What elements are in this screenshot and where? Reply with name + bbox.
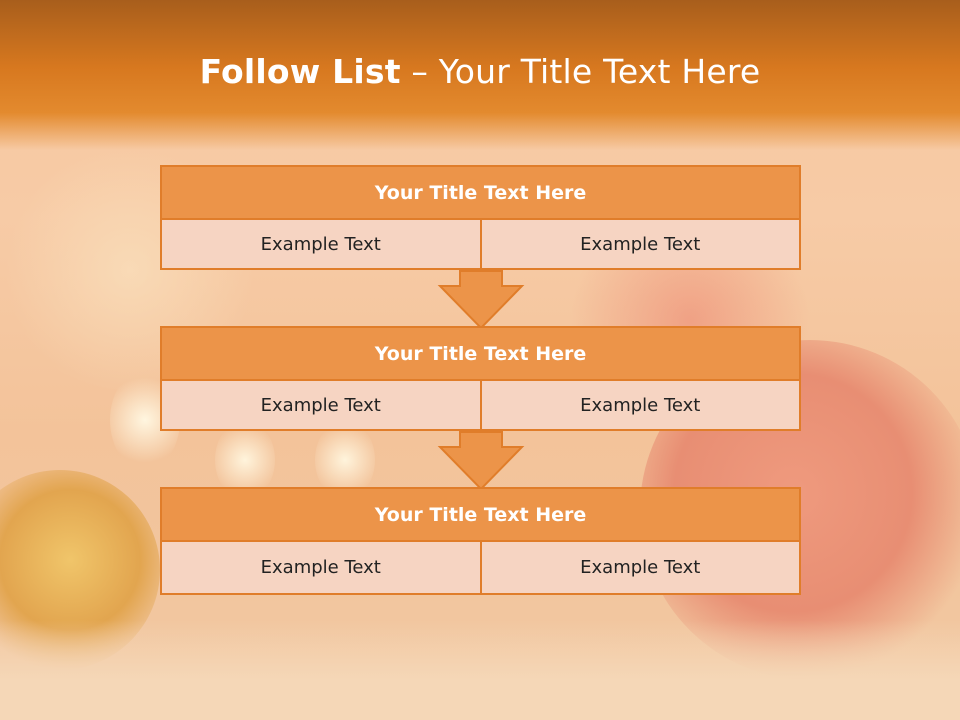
step-title: Your Title Text Here <box>160 326 801 381</box>
title-rest: – Your Title Text Here <box>400 52 761 91</box>
step-2: Your Title Text Here Example Text Exampl… <box>160 326 801 431</box>
step-cell-right: Example Text <box>479 220 800 268</box>
step-cell-left: Example Text <box>260 233 381 255</box>
step-cells: Example Text Example Text <box>160 381 801 431</box>
step-cells: Example Text Example Text <box>160 220 801 270</box>
step-1: Your Title Text Here Example Text Exampl… <box>160 165 801 270</box>
candle-glow-3 <box>315 420 375 500</box>
step-cell-left: Example Text <box>260 557 381 578</box>
down-arrow-icon <box>437 431 525 491</box>
step-cell-left: Example Text <box>260 394 381 416</box>
slide-title: Follow List – Your Title Text Here <box>0 52 960 91</box>
step-title: Your Title Text Here <box>160 487 801 542</box>
candle-glow-2 <box>215 420 275 500</box>
title-bold: Follow List <box>199 52 401 91</box>
table-surface <box>0 620 960 720</box>
step-3: Your Title Text Here Example Text Exampl… <box>160 487 801 595</box>
step-title: Your Title Text Here <box>160 165 801 220</box>
title-bar <box>0 0 960 150</box>
down-arrow-icon <box>437 270 525 330</box>
step-cells: Example Text Example Text <box>160 542 801 595</box>
step-cell-right: Example Text <box>479 381 800 429</box>
step-cell-right: Example Text <box>479 542 800 593</box>
